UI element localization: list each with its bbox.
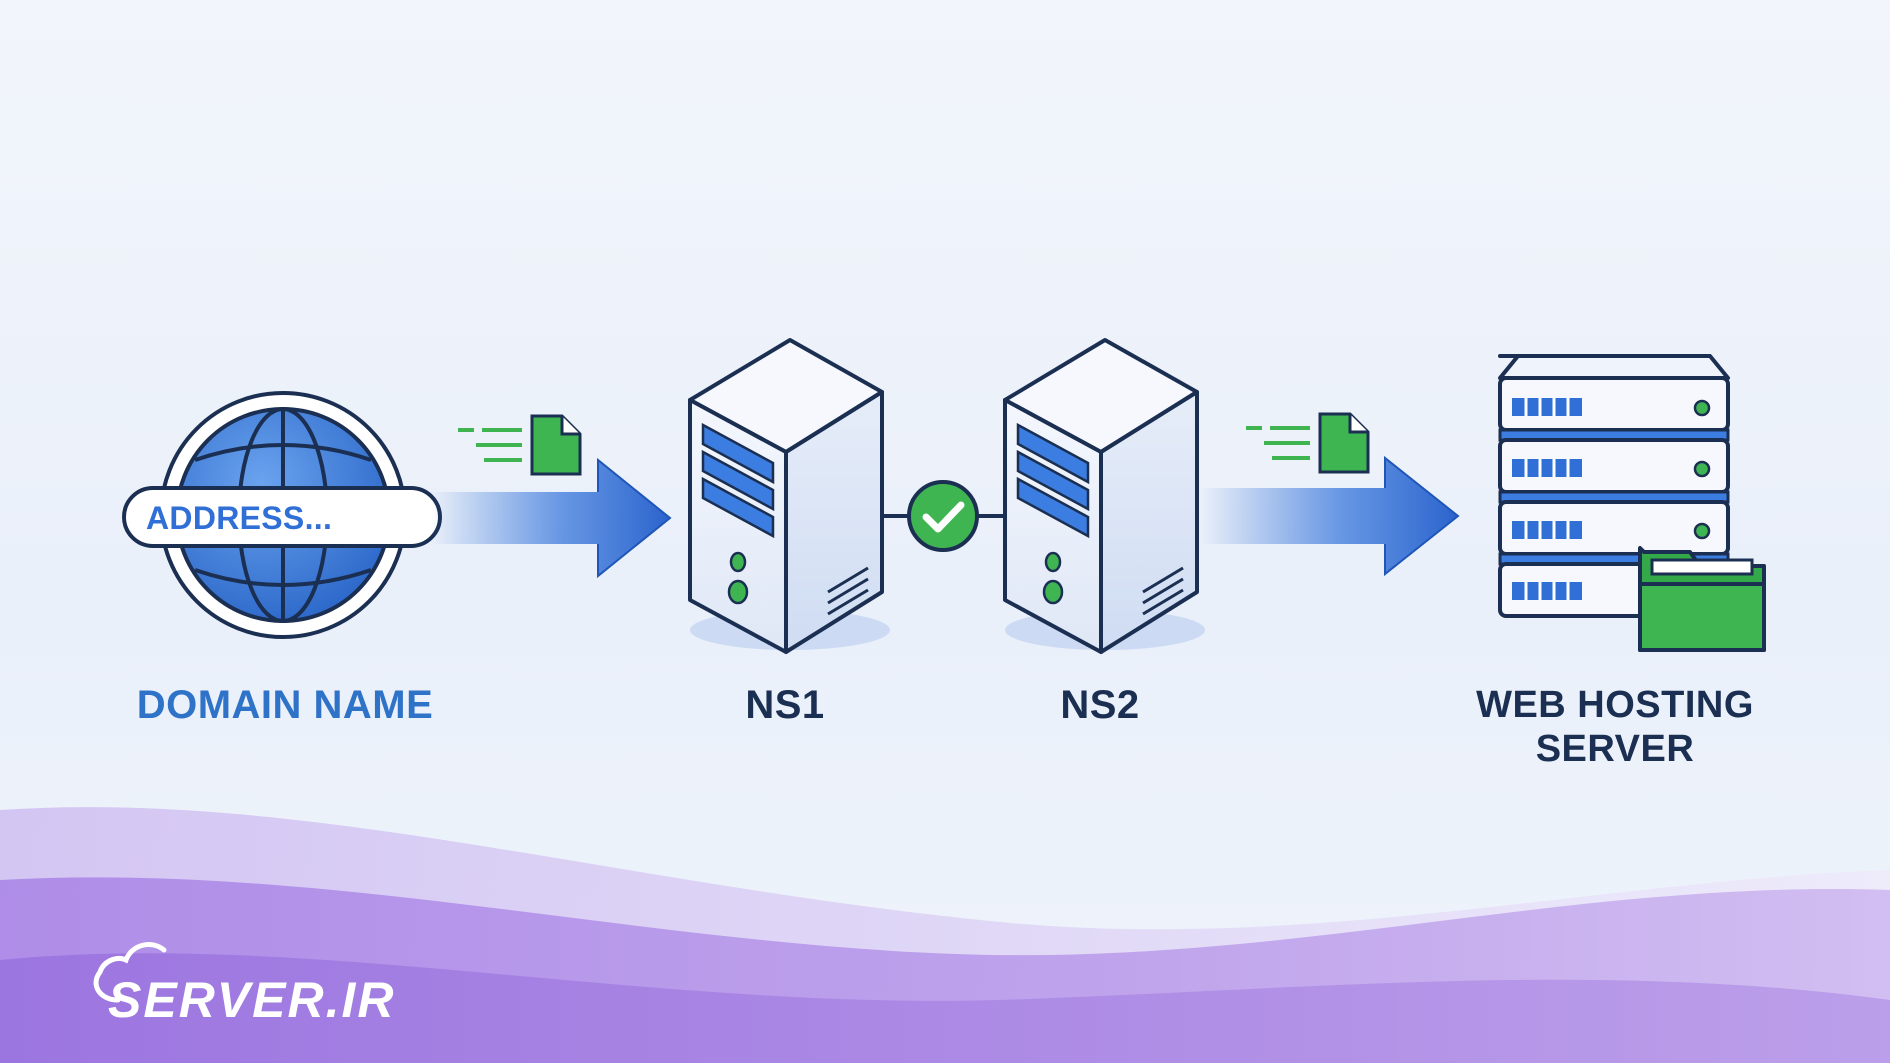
arrow-ns2-to-web	[1200, 455, 1460, 577]
address-bar-text: ADDRESS...	[146, 500, 333, 536]
brand-logo-text: SERVER.IR	[108, 972, 396, 1028]
label-ns1: NS1	[745, 683, 825, 727]
folder-icon	[1638, 546, 1766, 652]
server-tower-icon	[1003, 338, 1205, 654]
cloud-logo-icon	[93, 942, 167, 1003]
check-icon	[907, 480, 979, 552]
label-web-line1: WEB HOSTING	[1476, 684, 1754, 726]
label-domain-name: DOMAIN NAME	[136, 683, 434, 727]
label-web-hosting-server: WEB HOSTING SERVER	[1440, 683, 1790, 771]
label-ns2: NS2	[1060, 683, 1140, 727]
document-icon	[1246, 412, 1370, 474]
label-web-line2: SERVER	[1535, 728, 1695, 770]
server-tower-icon	[688, 338, 890, 654]
arrow-domain-to-ns1	[430, 457, 672, 579]
server-rack-icon	[1498, 354, 1730, 618]
document-icon	[458, 414, 582, 476]
wave-front	[0, 953, 1890, 1063]
